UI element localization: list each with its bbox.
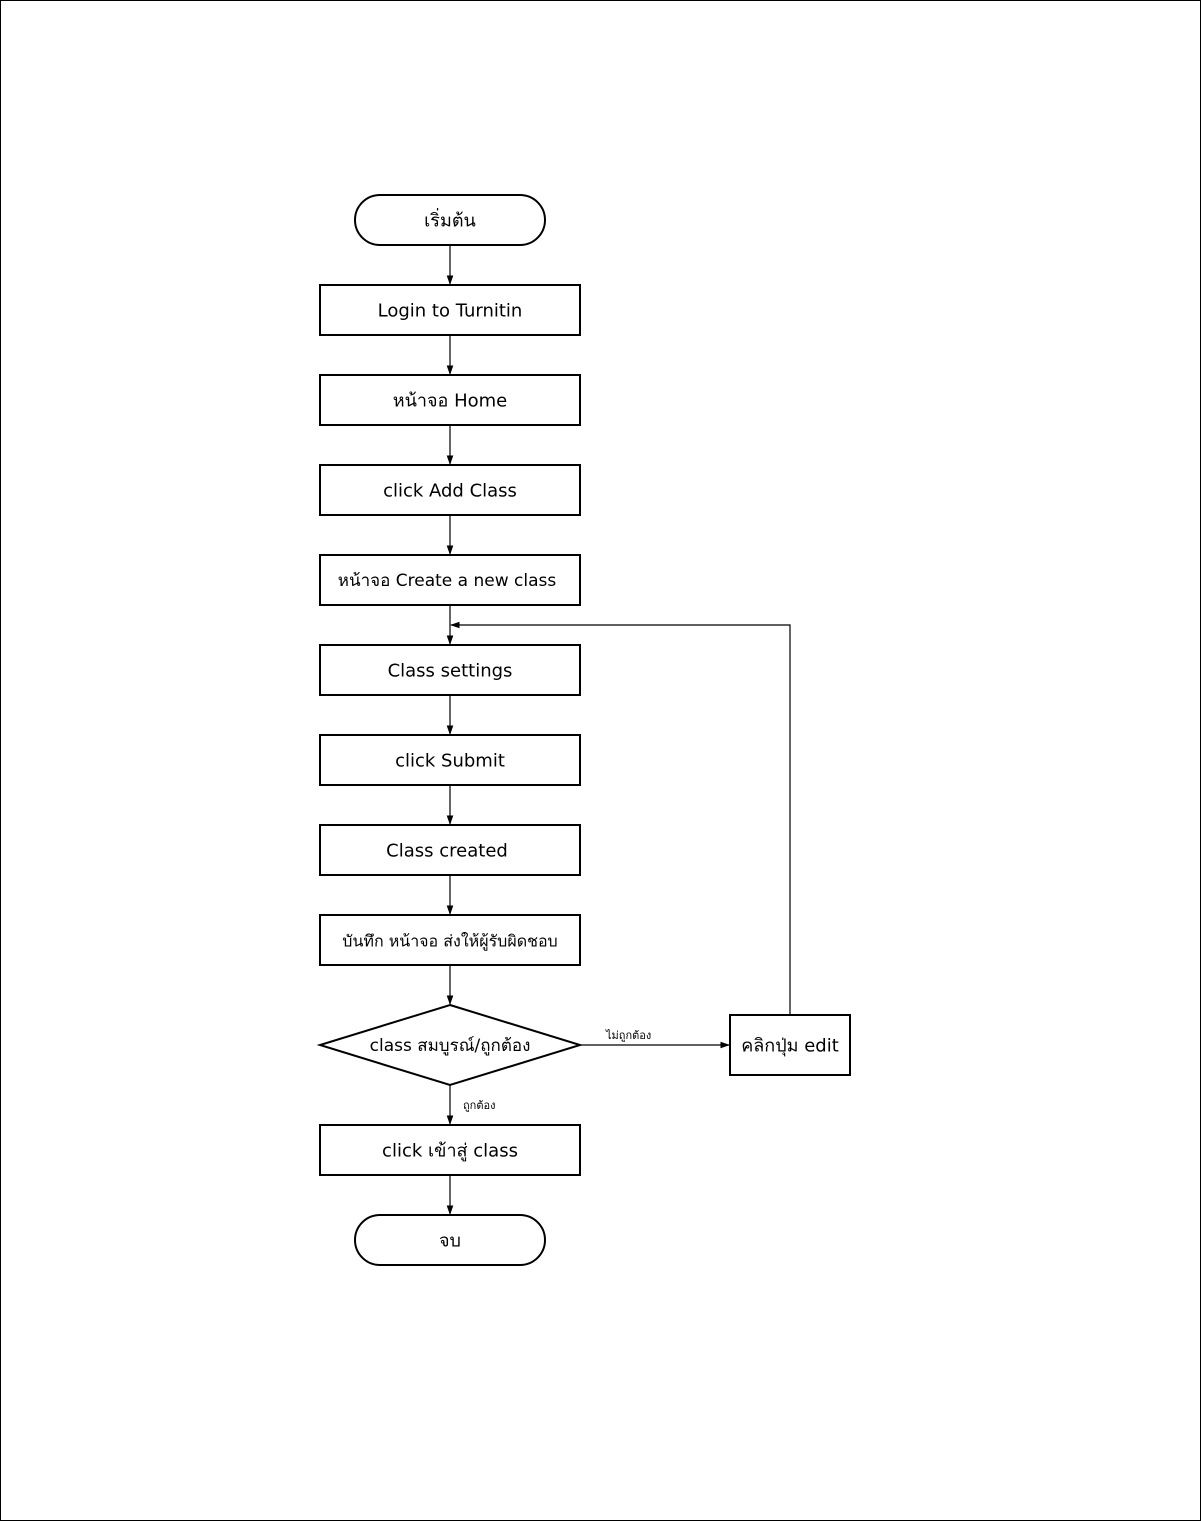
node-check: class สมบูรณ์/ถูกต้อง (316, 1003, 584, 1087)
node-record: บันทึก หน้าจอ ส่งให้ผู้รับผิดชอบ (319, 914, 581, 966)
node-created: Class created (319, 824, 581, 876)
node-created-label: Class created (386, 841, 508, 862)
node-check-label: class สมบูรณ์/ถูกต้อง (370, 1036, 531, 1056)
node-create-class: หน้าจอ Create a new class (319, 554, 581, 606)
node-settings: Class settings (319, 644, 581, 696)
node-create-class-label: หน้าจอ Create a new class (338, 571, 557, 591)
node-enter: click เข้าสู่ class (319, 1124, 581, 1176)
node-submit-label: click Submit (395, 751, 505, 772)
node-edit-label: คลิกปุ่ม edit (741, 1036, 839, 1057)
node-settings-label: Class settings (388, 661, 513, 682)
edge-edit-settings (450, 621, 791, 1015)
node-end: จบ (354, 1214, 546, 1266)
node-edit: คลิกปุ่ม edit (729, 1014, 851, 1076)
node-login-label: Login to Turnitin (378, 301, 523, 322)
node-add-class-label: click Add Class (383, 481, 517, 502)
node-start: เริ่มต้น (354, 194, 546, 246)
node-home-label: หน้าจอ Home (393, 391, 508, 412)
edge-label-correct: ถูกต้อง (463, 1099, 495, 1112)
node-home: หน้าจอ Home (319, 374, 581, 426)
node-enter-label: click เข้าสู่ class (382, 1141, 518, 1162)
node-start-label: เริ่มต้น (424, 208, 476, 232)
node-end-label: จบ (439, 1231, 461, 1252)
edge-label-not-correct: ไม่ถูกต้อง (605, 1029, 651, 1042)
node-add-class: click Add Class (319, 464, 581, 516)
node-login: Login to Turnitin (319, 284, 581, 336)
node-record-label: บันทึก หน้าจอ ส่งให้ผู้รับผิดชอบ (342, 932, 557, 952)
nodes: เริ่มต้น Login to Turnitin หน้าจอ Home c… (316, 194, 851, 1266)
node-submit: click Submit (319, 734, 581, 786)
edges: ไม่ถูกต้อง ถูกต้อง (446, 245, 791, 1215)
